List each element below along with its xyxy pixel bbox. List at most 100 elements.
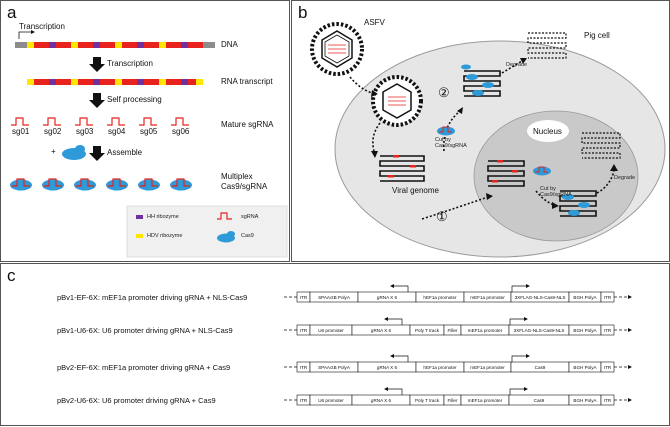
construct-segment-label: mEF1a promoter	[470, 295, 505, 300]
panel-a: a	[0, 0, 290, 262]
panel-b: b	[291, 0, 670, 262]
panel-c: c pBv1-EF-6X: mEF1a promoter driving gRN…	[0, 263, 670, 426]
mature-sgrna-label: Mature sgRNA	[221, 120, 274, 129]
promoter-arrow-forward	[509, 318, 524, 325]
promoter-arrowhead-reverse	[384, 387, 388, 391]
construct-segment-label: BGH PolyA	[573, 365, 597, 370]
construct-segment-label: gRNA X 6	[377, 365, 398, 370]
plus-sign: +	[51, 147, 56, 156]
construct-segment-label: U6 promoter	[318, 398, 344, 403]
panel-a-graphics	[10, 30, 288, 258]
degrade-right-label: Degrade	[614, 175, 636, 181]
construct-segment-label: ITR	[300, 365, 308, 370]
panel-b-label: b	[298, 3, 308, 22]
backbone-arrowhead	[628, 398, 632, 402]
construct-segment-label: Cas9	[535, 365, 546, 370]
promoter-arrowhead-reverse	[390, 354, 394, 358]
tss-arrowhead	[31, 30, 35, 34]
construct-segment-label: ITR	[604, 398, 612, 403]
nucleus-label: Nucleus	[533, 127, 562, 136]
construct-segment-label: ITR	[300, 398, 308, 403]
construct-name: pBv2-EF-6X: mEF1a promoter driving gRNA …	[57, 363, 231, 372]
asfv-internalized	[371, 75, 423, 127]
construct-segment-label: Poly T track	[415, 328, 440, 333]
promoter-arrowhead-forward	[524, 387, 528, 391]
construct-segment-label: U6 promoter	[318, 328, 344, 333]
construct-segment-label: Filler	[448, 398, 458, 403]
construct-segment-label: ITR	[300, 328, 308, 333]
construct-segment-label: gRNA X 6	[377, 295, 398, 300]
multiplex-complexes	[10, 178, 192, 191]
sg-label: sg01	[12, 127, 30, 136]
legend-sgrna-swatch	[217, 212, 232, 220]
legend-hh-label: HH ribozyme	[147, 214, 179, 220]
arrow-self-processing	[89, 93, 105, 108]
arrow-assemble	[89, 146, 105, 161]
viral-genome-nucleus	[487, 160, 525, 187]
panel-c-label: c	[7, 266, 16, 285]
arrow-transcription	[89, 57, 105, 72]
sgrna-row	[11, 117, 189, 126]
construct-segment-label: 3XFLAG-NLS-Cas9-NLS	[514, 328, 565, 333]
transcription-top-label: Transcription	[19, 22, 65, 31]
nucleolus	[527, 120, 569, 142]
construct-name: pBv1-EF-6X: mEF1a promoter driving gRNA …	[57, 293, 248, 302]
construct-segment-label: BGH PolyA	[573, 295, 597, 300]
legend-box	[126, 205, 288, 258]
promoter-arrow-forward	[509, 388, 524, 395]
promoter-arrowhead-reverse	[390, 284, 394, 288]
dna-label: DNA	[221, 40, 238, 49]
panel-b-graphics	[310, 22, 666, 258]
cas9-complex-cytoplasm	[437, 126, 455, 136]
backbone-arrowhead	[628, 295, 632, 299]
dna-bar	[15, 42, 215, 48]
construct-maps: ITR SPAActB PolyA gRNA X 6 hEF1a promoter mE…	[284, 284, 632, 406]
construct-segment-label: SPAActB PolyA	[318, 295, 351, 300]
construct-segment-label: Filler	[448, 328, 458, 333]
sg-label: sg02	[44, 127, 62, 136]
construct-segment-label: mEF1a promoter	[468, 328, 503, 333]
step-1-marker: ①	[436, 209, 448, 224]
promoter-arrow-reverse	[388, 318, 403, 325]
construct-segment-label: SPAActB PolyA	[318, 365, 351, 370]
multiplex-label-1: Multiplex	[221, 172, 253, 181]
backbone-arrowhead	[628, 328, 632, 332]
promoter-arrowhead-forward	[526, 284, 530, 288]
construct-segment-label: ITR	[604, 365, 612, 370]
rna-bar	[27, 79, 203, 85]
asfv-virion	[310, 22, 364, 76]
degrade-top-label: Degrade	[506, 62, 528, 68]
cut-label-top-1: Cut by	[435, 137, 451, 143]
construct-segment-label: Poly T track	[415, 398, 440, 403]
construct-segment-label: ITR	[604, 328, 612, 333]
construct-segment-label: ITR	[300, 295, 308, 300]
construct-name: pBv1-U6-6X: U6 promoter driving gRNA + N…	[57, 326, 233, 335]
cut-genome-nucleus	[559, 190, 597, 217]
construct-segment-label: gRNA X 6	[371, 328, 392, 333]
construct-segment-label: BGH PolyA	[573, 328, 597, 333]
construct-map: ITR U6 promoter gRNA X 6 Poly T track Filler…	[284, 317, 632, 336]
pathway-arrowheads	[371, 58, 618, 209]
degraded-genome-nucleus	[581, 132, 621, 159]
promoter-arrow-forward	[511, 285, 526, 292]
tss-arrow	[18, 31, 31, 39]
construct-map: ITR SPAActB PolyA gRNA X 6 hEF1a promoter mE…	[284, 284, 632, 303]
construct-segment-label: mEF1a promoter	[468, 398, 503, 403]
viral-genome	[379, 155, 425, 182]
construct-segment-label: hEF1a promoter	[423, 365, 457, 370]
promoter-arrow-reverse	[394, 355, 409, 362]
construct-segment-label: 3XFLAG-NLS-Cas9-NLS	[515, 295, 566, 300]
construct-name: pBv2-U6-6X: U6 promoter driving gRNA + C…	[57, 396, 216, 405]
promoter-arrow-reverse	[394, 285, 409, 292]
legend-hdv-swatch	[136, 234, 143, 238]
pig-cell-label: Pig cell	[584, 31, 610, 40]
promoter-arrowhead-reverse	[384, 317, 388, 321]
construct-segment-label: hEF1a promoter	[423, 295, 457, 300]
promoter-arrowhead-forward	[526, 354, 530, 358]
self-processing-label: Self processing	[107, 95, 162, 104]
assemble-label: Assemble	[107, 148, 143, 157]
promoter-arrow-reverse	[388, 388, 403, 395]
degraded-genome-top	[527, 32, 567, 59]
